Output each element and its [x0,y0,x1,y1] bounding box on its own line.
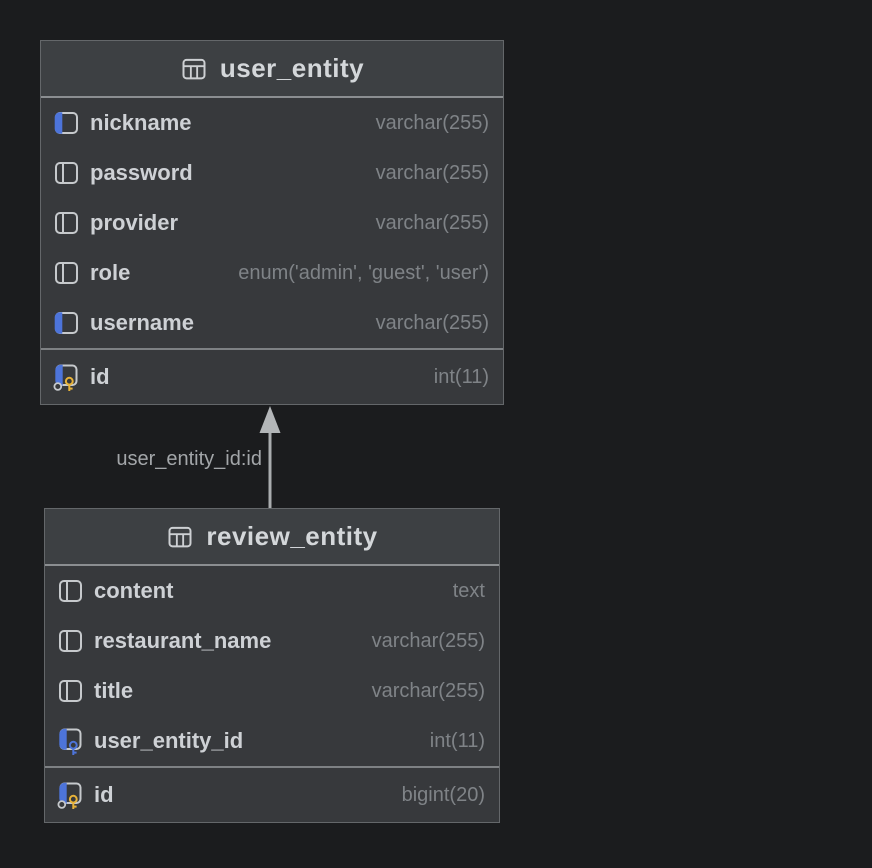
column-row-provider[interactable]: provider varchar(255) [41,198,503,248]
column-row-user-entity-id[interactable]: user_entity_id int(11) [45,716,499,766]
table-header-review-entity[interactable]: review_entity [45,509,499,566]
column-type: varchar(255) [375,111,489,134]
column-name: provider [90,210,179,235]
indexed-column-icon [52,309,81,340]
column-type: bigint(20) [401,783,485,806]
column-icon [56,577,85,608]
column-type: enum('admin', 'guest', 'user') [238,261,489,284]
column-type: varchar(255) [371,629,485,652]
primary-key-row-id[interactable]: id int(11) [41,348,503,404]
column-name: id [90,364,110,389]
column-icon [52,259,81,290]
column-name: title [94,678,134,703]
table-header-user-entity[interactable]: user_entity [41,41,503,98]
column-name: nickname [90,110,192,135]
column-icon [56,677,85,708]
primary-key-gold-key-icon [52,363,81,394]
foreign-key-blue-key-icon [56,727,85,758]
table-title: user_entity [219,53,365,83]
column-row-content[interactable]: content text [45,566,499,616]
relation-label: user_entity_id:id [116,448,262,470]
column-icon [52,159,81,190]
table-title: review_entity [206,521,378,551]
table-grid-icon [166,523,194,551]
column-row-username[interactable]: username varchar(255) [41,298,503,348]
column-name: id [94,782,114,807]
primary-key-row-id[interactable]: id bigint(20) [45,766,499,822]
column-name: user_entity_id [94,728,244,753]
column-name: restaurant_name [94,628,272,653]
column-type: varchar(255) [375,211,489,234]
column-type: int(11) [433,365,489,388]
column-row-password[interactable]: password varchar(255) [41,148,503,198]
column-row-role[interactable]: role enum('admin', 'guest', 'user') [41,248,503,298]
column-type: varchar(255) [371,679,485,702]
column-row-restaurant-name[interactable]: restaurant_name varchar(255) [45,616,499,666]
column-row-title[interactable]: title varchar(255) [45,666,499,716]
column-name: password [90,160,193,185]
column-type: varchar(255) [375,311,489,334]
column-name: content [94,578,174,603]
column-name: username [90,310,194,335]
primary-key-gold-key-icon [56,781,85,812]
column-row-nickname[interactable]: nickname varchar(255) [41,98,503,148]
table-user-entity[interactable]: user_entity nickname varchar(255) passwo… [40,40,504,405]
table-review-entity[interactable]: review_entity content text restaurant_na… [44,508,500,823]
column-type: text [452,579,485,602]
column-icon [56,627,85,658]
table-grid-icon [180,55,208,83]
column-type: varchar(255) [375,161,489,184]
column-type: int(11) [429,729,485,752]
column-icon [52,209,81,240]
indexed-column-icon [52,109,81,140]
column-name: role [90,260,131,285]
